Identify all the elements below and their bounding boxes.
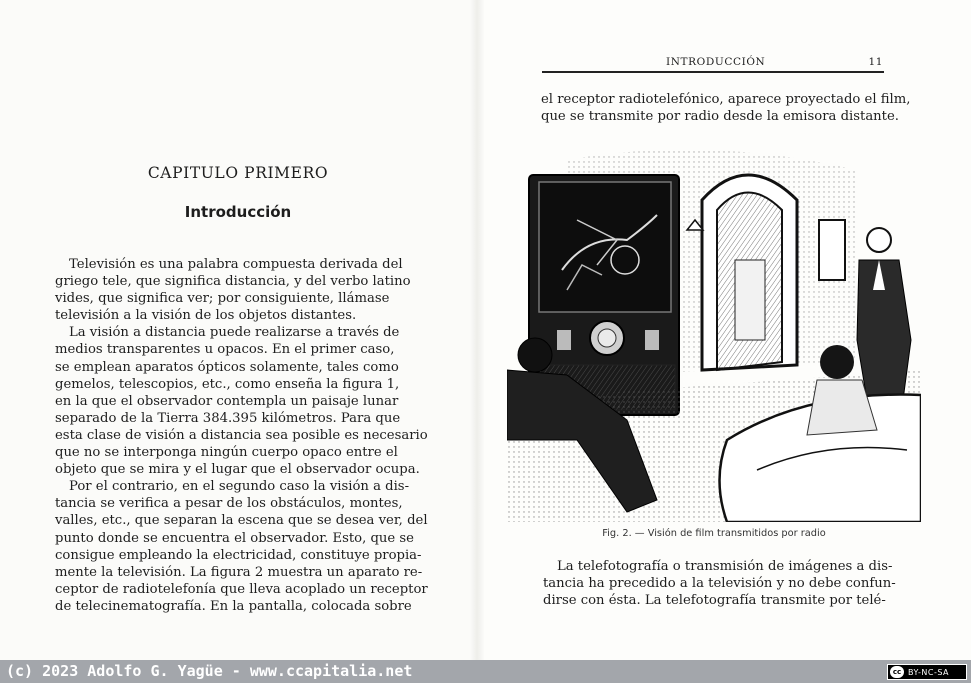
text-line: Televisión es una palabra compuesta deri… [69, 257, 403, 272]
figure-illustration [507, 149, 921, 522]
book-spine [470, 0, 484, 660]
copyright-credit: (c) 2023 Adolfo G. Yagüe - www.ccapitali… [6, 662, 413, 680]
text-line: en la que el observador contempla un pai… [55, 393, 399, 409]
text-line: medios transparentes u opacos. En el pri… [55, 342, 395, 358]
text-line: ceptor de radiotelefonía que lleva acopl… [55, 581, 428, 597]
text-line: el receptor radiotelefónico, aparece pro… [541, 92, 911, 107]
running-head-title: INTRODUCCIÓN [666, 56, 766, 68]
page-number: 11 [868, 56, 883, 68]
footer-bar: (c) 2023 Adolfo G. Yagüe - www.ccapitali… [0, 660, 971, 683]
text-line: esta clase de visión a distancia sea pos… [55, 427, 428, 443]
right-top-text: el receptor radiotelefónico, aparece pro… [541, 91, 911, 125]
text-line: gemelos, telescopios, etc., como enseña … [55, 376, 400, 392]
text-line: objeto que se mira y el lugar que el obs… [55, 462, 420, 478]
text-line: La telefotografía o transmisión de imáge… [557, 559, 893, 574]
cc-license-badge: cc BY-NC-SA [887, 664, 967, 680]
text-line: dirse con ésta. La telefotografía transm… [543, 593, 886, 609]
left-body-text: Televisión es una palabra compuesta deri… [55, 256, 428, 615]
chapter-heading: CAPITULO PRIMERO [147, 164, 329, 182]
text-line: mente la televisión. La figura 2 muestra… [55, 564, 423, 580]
text-line: consigue empleando la electricidad, cons… [55, 547, 422, 563]
text-line: griego tele, que significa distancia, y … [55, 274, 411, 290]
text-line: vides, que significa ver; por consiguien… [55, 291, 390, 307]
text-line: Por el contrario, en el segundo caso la … [69, 479, 410, 495]
text-line: que se transmite por radio desde la emis… [541, 109, 899, 125]
left-page [0, 0, 476, 660]
text-line: que no se interponga ningún cuerpo opaco… [55, 445, 398, 461]
right-bottom-text: La telefotografía o transmisión de imáge… [543, 558, 896, 609]
text-line: de telecinematografía. En la pantalla, c… [55, 598, 412, 614]
figure-caption: Fig. 2. — Visión de film transmitidos po… [602, 528, 826, 539]
text-line: televisión a la visión de los objetos di… [55, 308, 357, 324]
text-line: tancia ha precedido a la televisión y no… [543, 576, 896, 592]
text-line: La visión a distancia puede realizarse a… [69, 325, 400, 341]
license-label: BY-NC-SA [908, 667, 950, 677]
creative-commons-icon: cc [890, 666, 904, 678]
header-rule [542, 71, 884, 73]
text-line: separado de la Tierra 384.395 kilómetros… [55, 410, 401, 426]
text-line: se emplean aparatos ópticos solamente, t… [55, 359, 399, 375]
text-line: valles, etc., que separan la escena que … [55, 513, 428, 529]
text-line: punto donde se encuentra el observador. … [55, 530, 414, 546]
text-line: tancia se verifica a pesar de los obstác… [55, 496, 403, 512]
section-title: Introducción [184, 203, 292, 221]
